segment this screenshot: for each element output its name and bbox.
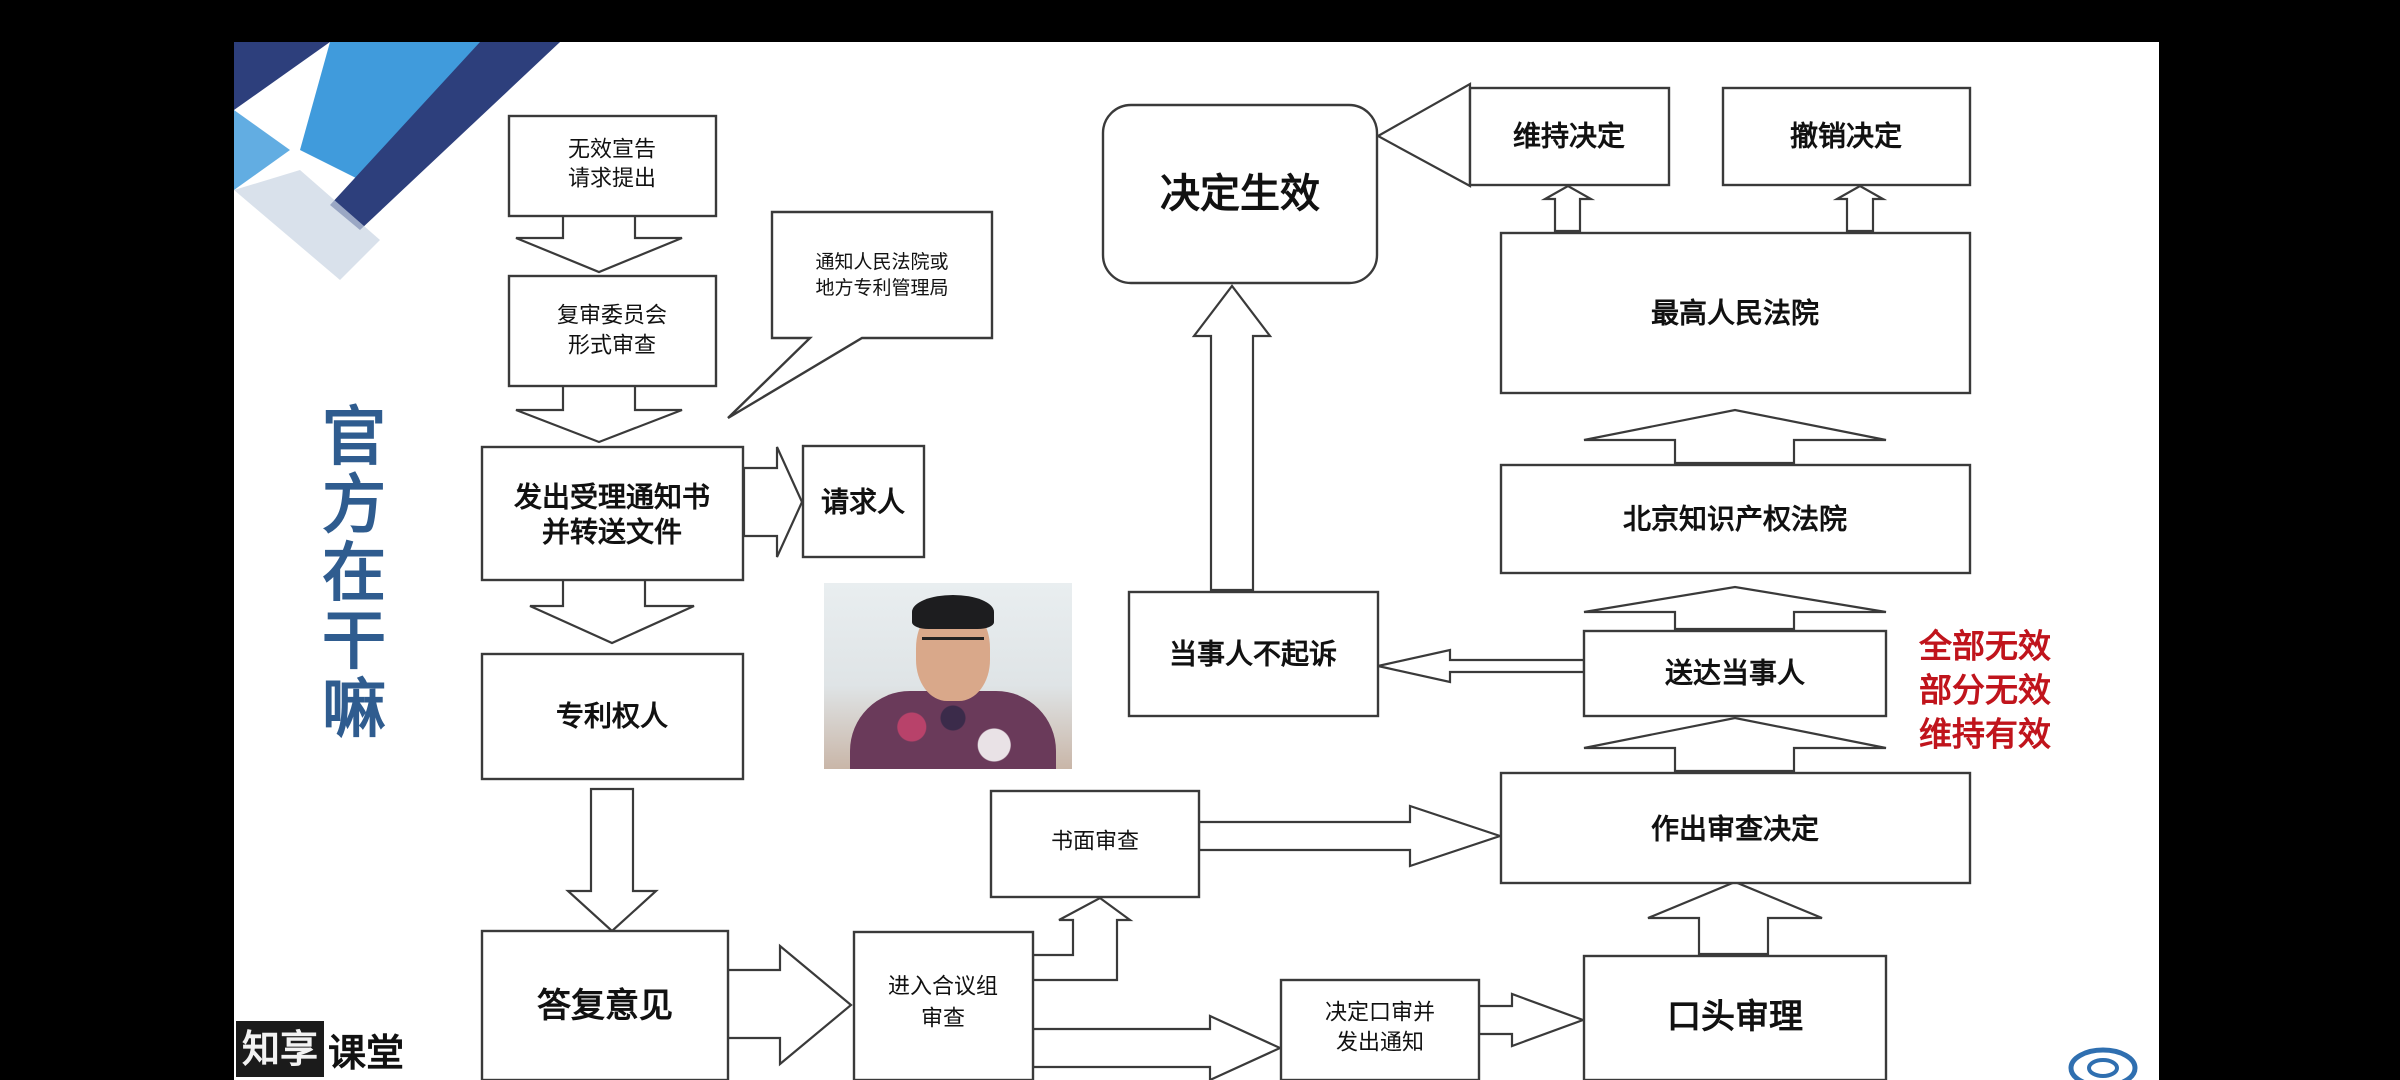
node-request-line1: 无效宣告 xyxy=(568,138,656,163)
callout-line2: 地方专利管理局 xyxy=(815,277,948,299)
node-no-appeal-label: 当事人不起诉 xyxy=(1169,638,1337,671)
node-panel-review-line2: 审查 xyxy=(921,1007,965,1032)
node-accept-notice-box xyxy=(480,445,745,582)
arrow-written-to-decision xyxy=(1197,804,1504,868)
node-oral-decision-box xyxy=(1279,978,1481,1080)
arrow-panel-to-oral-decision xyxy=(1031,1014,1283,1080)
node-patentee-label: 专利权人 xyxy=(556,700,668,733)
arrow-supreme-to-maintain xyxy=(1540,184,1596,233)
node-decision-label: 作出审查决定 xyxy=(1651,813,1819,846)
side-title-char: 在 xyxy=(322,537,386,611)
node-effective-box xyxy=(1101,103,1379,285)
side-title: 官 方 在 干 嘛 xyxy=(322,401,386,747)
brand-logo: 知享 课堂 xyxy=(236,1021,476,1077)
side-title-char: 官 xyxy=(322,401,386,475)
node-oral-decision-line2: 发出通知 xyxy=(1336,1031,1424,1056)
arrow-ipcourt-to-supreme xyxy=(1583,408,1887,465)
node-supreme-court-label: 最高人民法院 xyxy=(1651,297,1819,330)
node-ip-court-label: 北京知识产权法院 xyxy=(1623,503,1847,536)
node-maintain-box xyxy=(1468,86,1671,187)
arrow-deliver-to-noappeal xyxy=(1377,648,1586,684)
outcome-maintain-valid: 维持有效 xyxy=(1919,715,2051,754)
callout-bubble xyxy=(727,210,994,420)
node-oral-hearing-box xyxy=(1582,954,1888,1080)
node-accept-notice-line1: 发出受理通知书 xyxy=(513,481,710,514)
arrow-decision-to-deliver xyxy=(1583,716,1887,773)
side-title-char: 嘛 xyxy=(322,673,386,747)
node-reply-label: 答复意见 xyxy=(537,986,673,1026)
node-written-review-label: 书面审查 xyxy=(1051,830,1139,855)
outcome-partial-invalid: 部分无效 xyxy=(1919,671,2051,710)
side-title-char: 干 xyxy=(322,605,386,679)
callout-line1: 通知人民法院或 xyxy=(815,251,948,273)
arrow-review-to-notice xyxy=(515,382,683,444)
node-formal-review-line1: 复审委员会 xyxy=(557,304,667,329)
side-title-char: 方 xyxy=(322,469,386,543)
corner-decoration xyxy=(234,42,560,280)
node-revoke-label: 撤销决定 xyxy=(1790,120,1902,153)
presenter-video xyxy=(824,583,1072,769)
node-no-appeal-box xyxy=(1127,590,1380,718)
node-panel-review-box xyxy=(852,930,1035,1080)
node-formal-review-line2: 形式审查 xyxy=(568,334,656,359)
node-oral-decision-line1: 决定口审并 xyxy=(1325,1001,1435,1026)
node-decision-box xyxy=(1499,771,1972,885)
arrow-notice-to-patentee xyxy=(529,577,695,645)
arrow-oral-decision-to-hearing xyxy=(1477,992,1587,1048)
arrow-maintain-to-effective xyxy=(1375,82,1472,188)
node-supreme-court-box xyxy=(1499,231,1972,395)
node-request-box xyxy=(507,114,718,218)
node-ip-court-box xyxy=(1499,463,1972,575)
brand-logo-light-part: 课堂 xyxy=(328,1029,405,1075)
arrow-deliver-to-ipcourt xyxy=(1583,585,1887,631)
node-patentee-box xyxy=(480,652,745,781)
node-maintain-label: 维持决定 xyxy=(1513,120,1625,153)
node-reply-box xyxy=(480,929,730,1080)
arrow-hearing-to-decision xyxy=(1647,880,1823,956)
arrow-noappeal-to-effective xyxy=(1191,284,1273,592)
node-effective-label: 决定生效 xyxy=(1160,171,1320,217)
outcome-all-invalid: 全部无效 xyxy=(1918,627,2051,666)
node-revoke-box xyxy=(1721,86,1972,187)
node-panel-review-line1: 进入合议组 xyxy=(888,975,998,1000)
node-requester-box xyxy=(801,444,926,559)
node-accept-notice-line2: 并转送文件 xyxy=(542,516,682,549)
node-request-line2: 请求提出 xyxy=(568,167,656,192)
arrow-reply-to-panel xyxy=(726,943,853,1067)
arrow-panel-to-written xyxy=(1031,896,1134,982)
node-written-review-box xyxy=(989,789,1201,899)
emblem-icon xyxy=(2068,1047,2138,1080)
node-requester-label: 请求人 xyxy=(821,486,905,519)
arrow-notice-to-requester xyxy=(742,446,804,558)
node-oral-hearing-label: 口头审理 xyxy=(1667,997,1803,1037)
node-deliver-label: 送达当事人 xyxy=(1665,657,1805,690)
arrow-patentee-to-reply xyxy=(565,787,659,933)
node-formal-review-box xyxy=(507,274,718,388)
brand-logo-dark-part: 知享 xyxy=(236,1021,325,1077)
arrow-request-to-review xyxy=(515,211,683,274)
arrow-supreme-to-revoke xyxy=(1832,184,1888,233)
node-deliver-box xyxy=(1582,629,1888,718)
